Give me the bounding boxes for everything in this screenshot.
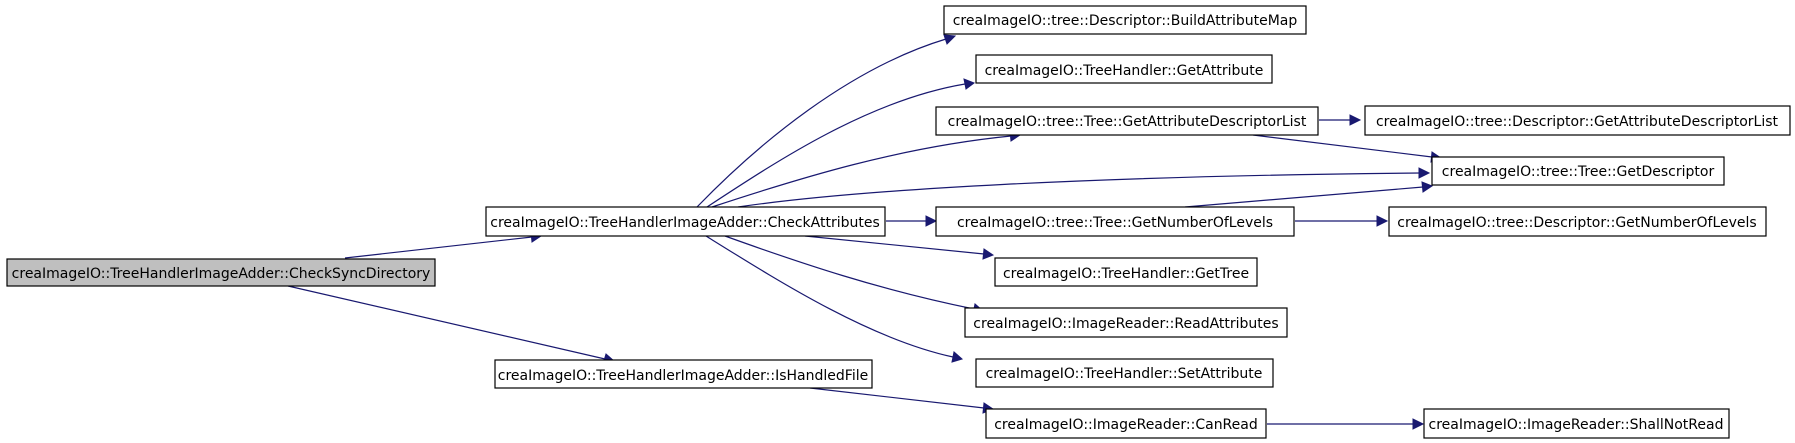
node-build-attribute-map[interactable]: creaImageIO::tree::Descriptor::BuildAttr…	[943, 5, 1307, 35]
svg-text:creaImageIO::TreeHandler::GetT: creaImageIO::TreeHandler::GetTree	[1003, 266, 1249, 282]
edge-getnumberoflevels-to-descriptorgetnumberoflevels	[1295, 215, 1389, 227]
svg-text:creaImageIO::TreeHandlerImageA: creaImageIO::TreeHandlerImageAdder::Chec…	[490, 215, 880, 231]
edge-checkattributes-to-gettree	[804, 235, 995, 260]
svg-text:creaImageIO::tree::Descriptor:: creaImageIO::tree::Descriptor::BuildAttr…	[953, 13, 1298, 29]
edge-checkattributes-to-readattributes	[724, 235, 985, 315]
node-descriptor-get-number-of-levels[interactable]: creaImageIO::tree::Descriptor::GetNumber…	[1388, 206, 1767, 237]
node-get-number-of-levels[interactable]: creaImageIO::tree::Tree::GetNumberOfLeve…	[935, 206, 1295, 237]
svg-text:creaImageIO::TreeHandler::SetA: creaImageIO::TreeHandler::SetAttribute	[986, 366, 1263, 382]
svg-text:creaImageIO::tree::Descriptor:: creaImageIO::tree::Descriptor::GetAttrib…	[1376, 114, 1779, 130]
node-read-attributes[interactable]: creaImageIO::ImageReader::ReadAttributes	[964, 307, 1288, 338]
node-can-read[interactable]: creaImageIO::ImageReader::CanRead	[985, 408, 1267, 439]
edge-getattributedescriptorlist-to-descriptorgetattributedescriptorlist	[1319, 114, 1362, 126]
svg-text:creaImageIO::tree::Tree::GetDe: creaImageIO::tree::Tree::GetDescriptor	[1442, 164, 1715, 180]
svg-text:creaImageIO::tree::Tree::GetAt: creaImageIO::tree::Tree::GetAttributeDes…	[948, 114, 1307, 130]
edge-checksync-to-ishandledfile	[287, 285, 616, 365]
node-check-sync-directory: creaImageIO::TreeHandlerImageAdder::Chec…	[6, 258, 436, 287]
edge-canread-to-shallnotread	[1267, 418, 1425, 430]
edge-getnumberoflevels-to-getdescriptor	[1184, 181, 1434, 208]
node-check-attributes[interactable]: creaImageIO::TreeHandlerImageAdder::Chec…	[485, 206, 886, 237]
node-is-handled-file[interactable]: creaImageIO::TreeHandlerImageAdder::IsHa…	[494, 359, 873, 389]
node-get-tree[interactable]: creaImageIO::TreeHandler::GetTree	[994, 257, 1258, 287]
node-get-attribute[interactable]: creaImageIO::TreeHandler::GetAttribute	[975, 54, 1273, 84]
svg-text:creaImageIO::ImageReader::Read: creaImageIO::ImageReader::ReadAttributes	[973, 316, 1278, 332]
edge-checkattributes-to-setattribute	[705, 235, 964, 363]
svg-text:creaImageIO::tree::Tree::GetNu: creaImageIO::tree::Tree::GetNumberOfLeve…	[957, 215, 1273, 231]
svg-text:creaImageIO::TreeHandler::GetA: creaImageIO::TreeHandler::GetAttribute	[985, 63, 1264, 79]
edge-checkattributes-to-getdescriptor	[737, 167, 1431, 208]
node-get-attribute-descriptor-list[interactable]: creaImageIO::tree::Tree::GetAttributeDes…	[935, 106, 1319, 136]
edge-checkattributes-to-buildattributemap	[696, 34, 957, 208]
node-set-attribute[interactable]: creaImageIO::TreeHandler::SetAttribute	[975, 358, 1274, 388]
edge-getattributedescriptorlist-to-getdescriptor	[1252, 134, 1443, 163]
edge-checkattributes-to-getattributedescriptorlist	[711, 130, 1022, 208]
edge-checkattributes-to-getnumberoflevels	[886, 215, 938, 227]
edge-checkattributes-to-getattribute	[706, 78, 976, 208]
node-get-descriptor[interactable]: creaImageIO::tree::Tree::GetDescriptor	[1431, 156, 1725, 186]
svg-text:creaImageIO::ImageReader::CanR: creaImageIO::ImageReader::CanRead	[994, 417, 1258, 433]
svg-text:creaImageIO::TreeHandlerImageA: creaImageIO::TreeHandlerImageAdder::Chec…	[12, 266, 431, 282]
node-shall-not-read[interactable]: creaImageIO::ImageReader::ShallNotRead	[1423, 408, 1730, 439]
node-descriptor-get-attribute-descriptor-list[interactable]: creaImageIO::tree::Descriptor::GetAttrib…	[1364, 105, 1791, 136]
svg-text:creaImageIO::TreeHandlerImageA: creaImageIO::TreeHandlerImageAdder::IsHa…	[498, 368, 868, 384]
edge-ishandledfile-to-canread	[809, 387, 995, 414]
svg-text:creaImageIO::tree::Descriptor:: creaImageIO::tree::Descriptor::GetNumber…	[1397, 215, 1756, 231]
svg-text:creaImageIO::ImageReader::Shal: creaImageIO::ImageReader::ShallNotRead	[1429, 417, 1724, 433]
